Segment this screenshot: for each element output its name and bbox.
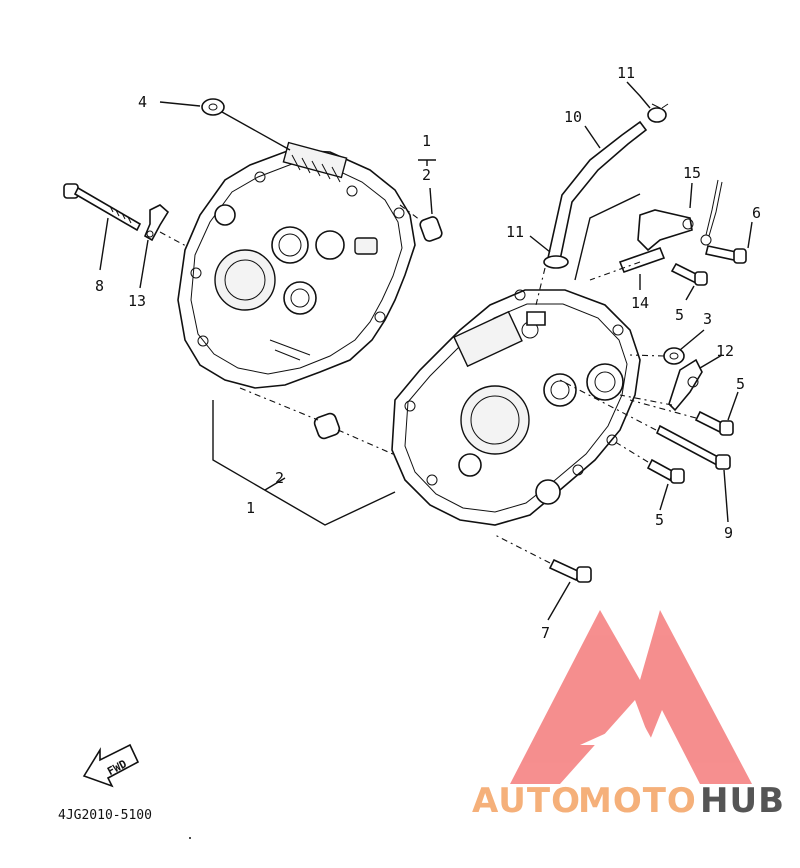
callout-11-upper: 11 xyxy=(617,64,635,82)
part-bracket-15 xyxy=(637,209,694,252)
callout-11-lower: 11 xyxy=(506,223,524,241)
part-plate-14 xyxy=(618,246,666,274)
callout-3: 3 xyxy=(703,310,712,328)
callout-15: 15 xyxy=(683,164,701,182)
part-bolt-8 xyxy=(63,183,142,232)
stray-dot xyxy=(189,837,191,839)
callout-8: 8 xyxy=(95,277,104,295)
logo-triangle-inner xyxy=(580,718,655,745)
callout-labels: 4 8 13 1 2 2 1 10 11 11 15 6 14 5 3 12 5… xyxy=(95,64,761,642)
logo-triangle-mark xyxy=(510,610,752,784)
left-crankcase-half xyxy=(177,141,416,389)
callout-14: 14 xyxy=(631,294,649,312)
callout-9: 9 xyxy=(724,524,733,542)
callout-2-lower: 2 xyxy=(275,469,284,487)
callout-5-upper: 5 xyxy=(675,306,684,324)
fwd-arrow: FWD xyxy=(82,743,140,788)
callout-12: 12 xyxy=(716,342,734,360)
callout-1-upper: 1 xyxy=(422,132,431,150)
part-breather-hose-10 xyxy=(547,120,648,261)
part-bolt-5-upper xyxy=(670,262,708,286)
watermark-word-auto: AUTO xyxy=(472,781,581,821)
leader-lines xyxy=(99,81,753,621)
callout-10: 10 xyxy=(564,108,582,126)
part-bolt-9 xyxy=(655,424,731,470)
part-washer-3 xyxy=(663,347,685,365)
part-dowel-2-lower xyxy=(313,412,341,440)
watermark-word-moto: MOTO xyxy=(578,781,697,821)
part-bracket-12 xyxy=(668,358,703,412)
diagram-part-code: 4JG2010-5100 xyxy=(58,808,152,823)
part-dowel-2-upper xyxy=(419,216,443,242)
watermark-logo xyxy=(510,610,752,784)
callout-5-right: 5 xyxy=(736,375,745,393)
callout-2-upper: 2 xyxy=(422,166,431,184)
watermark-text: AUTO MOTO HUB xyxy=(472,781,785,821)
part-bolt-7 xyxy=(548,558,592,583)
callout-5-lower: 5 xyxy=(655,511,664,529)
part-bolt-5-lower xyxy=(646,458,685,484)
callout-1-lower: 1 xyxy=(246,499,255,517)
watermark-word-hub: HUB xyxy=(700,781,785,821)
callout-7: 7 xyxy=(541,624,550,642)
part-wire-lead xyxy=(700,179,723,246)
part-bolt-6 xyxy=(705,245,747,264)
right-crankcase-half xyxy=(391,289,641,526)
callout-6: 6 xyxy=(752,204,761,222)
part-clamp-11-lower xyxy=(543,255,569,269)
callout-13: 13 xyxy=(128,292,146,310)
part-washer-4 xyxy=(201,98,225,116)
part-bolt-5-right xyxy=(694,410,734,436)
part-bracket-13 xyxy=(143,204,170,242)
part-clamp-11-upper xyxy=(647,103,669,123)
callout-4: 4 xyxy=(138,93,147,111)
